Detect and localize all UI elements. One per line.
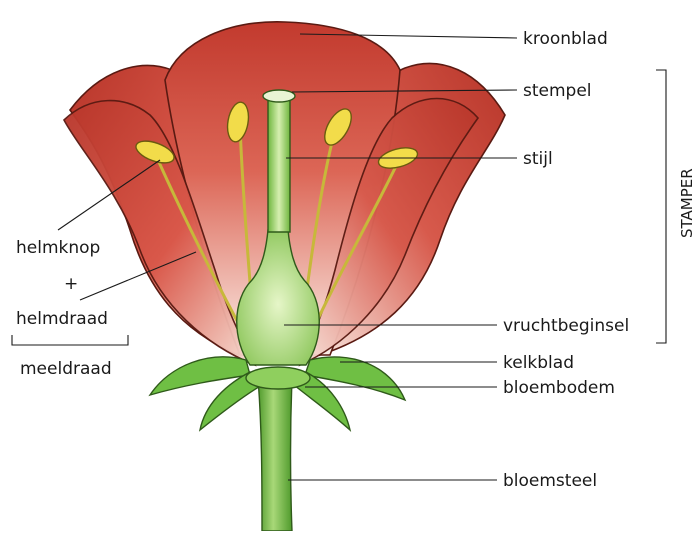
label-bloemsteel: bloemsteel: [503, 471, 597, 491]
label-stijl: stijl: [523, 149, 553, 169]
label-plus: +: [64, 274, 78, 294]
label-bloembodem: bloembodem: [503, 378, 615, 398]
label-meeldraad: meeldraad: [20, 359, 112, 379]
receptacle: [246, 367, 310, 389]
label-vruchtbeginsel: vruchtbeginsel: [503, 316, 629, 336]
stamper-bracket: [656, 70, 666, 343]
label-kelkblad: kelkblad: [503, 353, 574, 373]
stigma: [263, 90, 295, 102]
label-stamper: STAMPER: [678, 168, 696, 238]
label-helmknop: helmknop: [16, 238, 100, 258]
label-helmdraad: helmdraad: [16, 309, 108, 329]
label-kroonblad: kroonblad: [523, 29, 608, 49]
flower-stem: [258, 378, 292, 531]
meeldraad-bracket: [12, 335, 128, 345]
style: [268, 100, 290, 232]
label-stempel: stempel: [523, 81, 592, 101]
